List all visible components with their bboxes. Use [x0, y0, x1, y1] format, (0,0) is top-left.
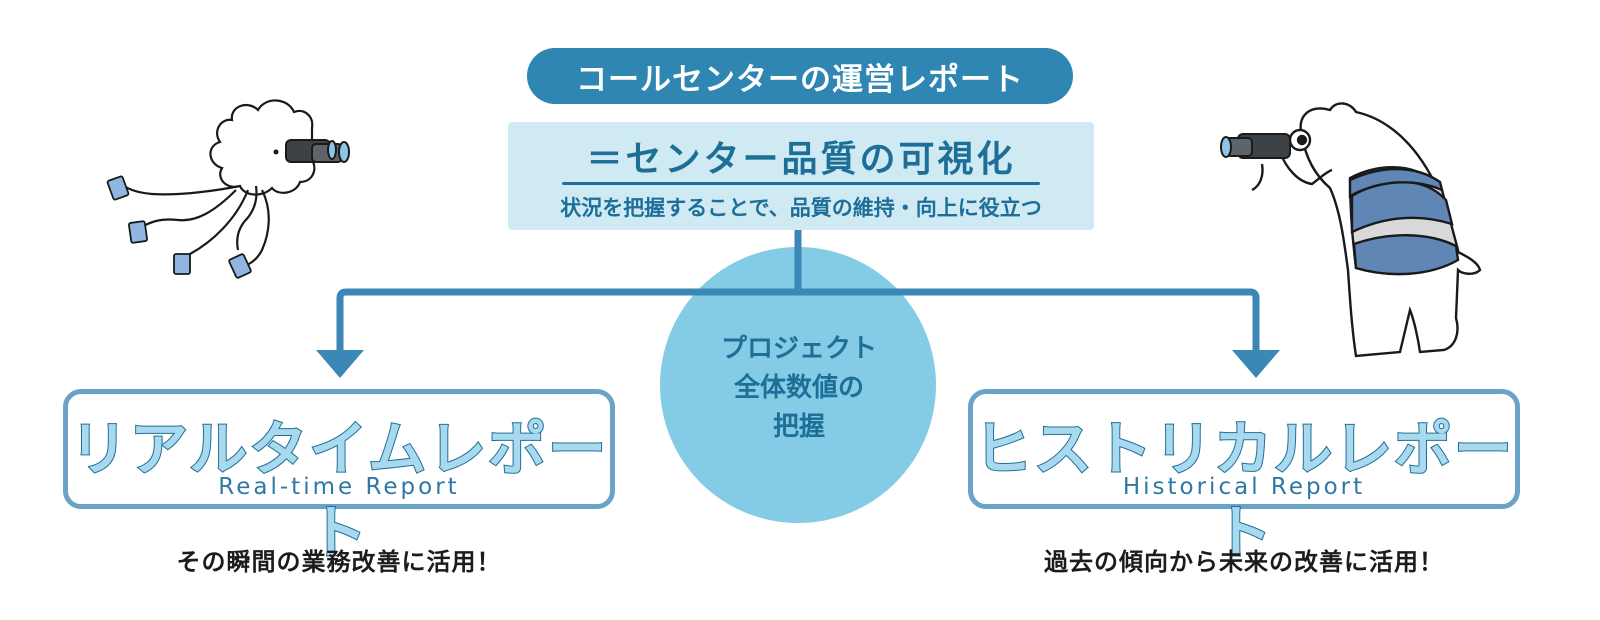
binoculars-icon: [1220, 133, 1291, 159]
card-icon: [173, 253, 191, 275]
realtime-report-subtitle: Real-time Report: [218, 474, 460, 500]
summary-description: 状況を把握することで、品質の維持・向上に役立つ: [560, 196, 1042, 220]
card-icon: [228, 253, 252, 279]
down-arrow-icon: [316, 350, 364, 378]
page-title: コールセンターの運営レポート: [527, 48, 1073, 104]
historical-report-box: ヒストリカルレポート Historical Report: [968, 389, 1520, 568]
summary-underline: [562, 182, 1040, 185]
center-label-line-2: 全体数値の: [733, 373, 864, 403]
binoculars-icon: [273, 139, 350, 163]
realtime-report-caption: その瞬間の業務改善に活用！: [176, 548, 502, 576]
historical-report-caption: 過去の傾向から未来の改善に活用！: [1044, 548, 1444, 576]
cloud-character-with-binoculars-icon: [123, 99, 316, 268]
historical-report-title: ヒストリカルレポート: [973, 414, 1514, 568]
summary-heading: ＝センター品質の可視化: [586, 139, 1016, 180]
center-circle: [660, 247, 936, 523]
realtime-report-box: リアルタイムレポート Real-time Report: [63, 389, 615, 568]
historical-report-subtitle: Historical Report: [1122, 474, 1366, 500]
summary-box: ＝センター品質の可視化 状況を把握することで、品質の維持・向上に役立つ: [508, 122, 1094, 230]
realtime-report-title: リアルタイムレポート: [69, 414, 609, 568]
polar-bear-with-binoculars-icon: [1251, 102, 1482, 358]
center-label-line-3: 把握: [772, 412, 825, 442]
center-label: プロジェクト 全体数値の 把握: [668, 330, 930, 447]
connector-lines: [336, 226, 1260, 356]
down-arrow-icon: [1232, 350, 1280, 378]
center-label-line-1: プロジェクト: [720, 334, 877, 364]
card-icon: [128, 220, 148, 244]
card-icon: [106, 175, 130, 201]
